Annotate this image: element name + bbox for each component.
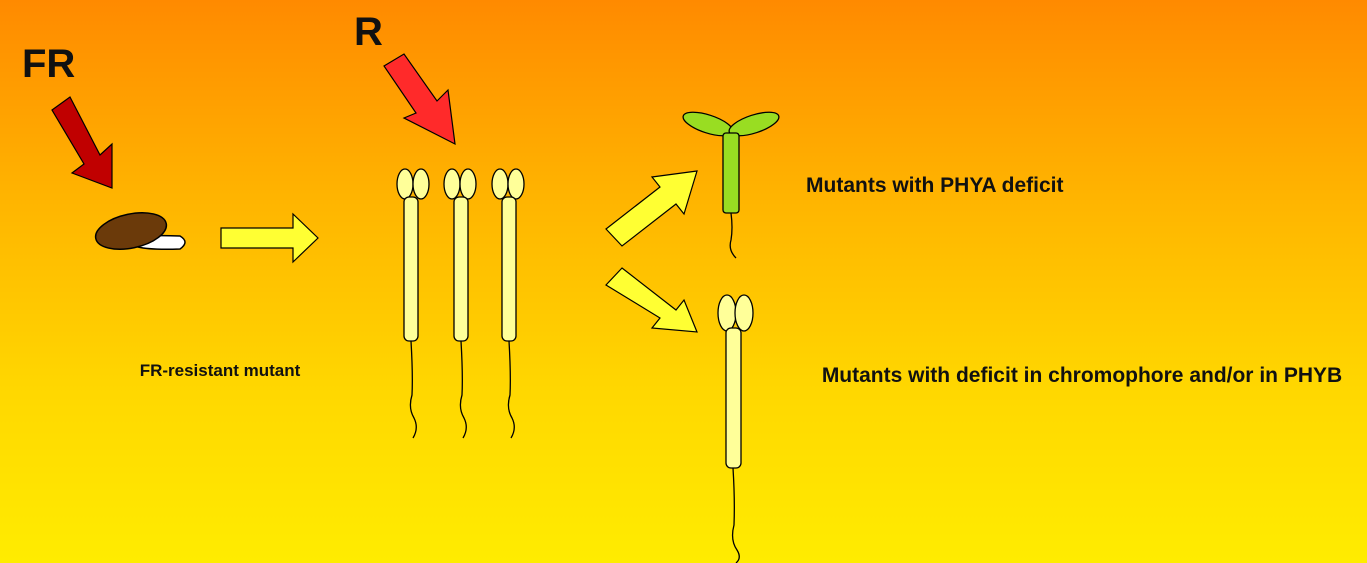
yellow-arrow-right (221, 214, 318, 262)
yellow-arrow-up (606, 171, 697, 246)
seedling-pale-2 (444, 169, 476, 438)
yellow-arrow-down (606, 268, 697, 332)
chromophore-mutants-label: Mutants with deficit in chromophore and/… (798, 362, 1366, 390)
seedling-group (397, 169, 524, 438)
red-label: R (354, 10, 383, 55)
fr-resistant-mutant-label: FR-resistant mutant (120, 360, 320, 381)
phya-mutants-label: Mutants with PHYA deficit (806, 174, 1063, 198)
far-red-label: FR (22, 42, 75, 87)
red-arrow (384, 54, 455, 144)
far-red-arrow (52, 97, 112, 188)
seedling-green (680, 107, 781, 258)
seed-icon (92, 207, 185, 255)
seedling-pale-1 (397, 169, 429, 438)
seedling-pale-3 (492, 169, 524, 438)
seedling-tall-pale (718, 295, 753, 563)
